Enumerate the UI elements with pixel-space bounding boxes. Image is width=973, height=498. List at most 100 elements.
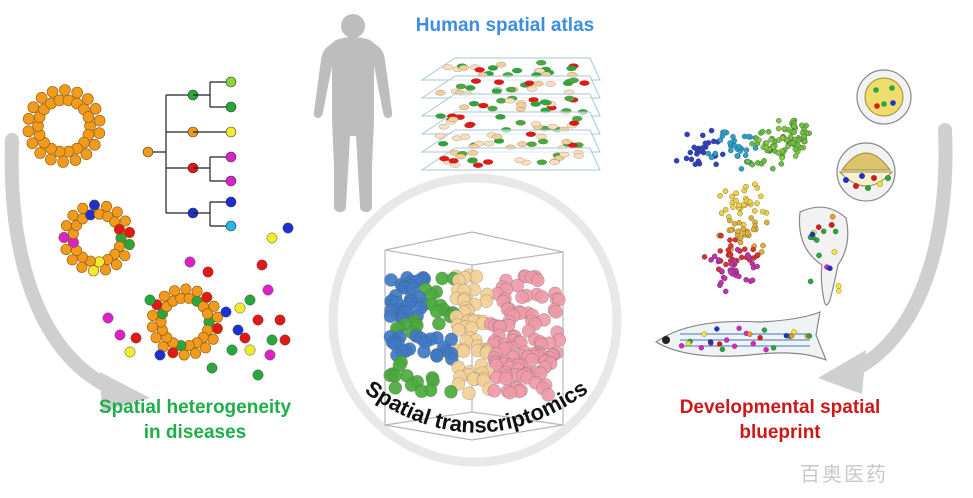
dev-cell (738, 166, 745, 172)
left-curved-arrow (4, 133, 127, 399)
atlas-cell (505, 86, 517, 93)
fish-eye-icon (662, 336, 670, 344)
atlas-label: Human spatial atlas (415, 15, 595, 36)
cell (82, 93, 94, 105)
dev-cell (688, 156, 695, 163)
atlas-cell (458, 104, 470, 111)
scattered-cell (282, 222, 294, 234)
atlas-cell (569, 120, 580, 126)
dev-label-line2: blueprint (739, 421, 821, 443)
fish-cell (783, 333, 789, 339)
cell (100, 264, 112, 276)
tree-leaf (225, 151, 237, 163)
dev-cell (733, 190, 739, 197)
scattered-cell (252, 314, 264, 326)
dev-cell (787, 134, 794, 140)
cell (101, 200, 113, 212)
fish-cell (724, 337, 730, 343)
tree-leaf (225, 196, 237, 208)
embryo-cell (831, 249, 838, 255)
atlas-cell (465, 121, 476, 128)
fish-cell (716, 341, 723, 347)
dev-cell (702, 140, 709, 147)
dev-cell (728, 269, 734, 276)
dev-cell (778, 161, 785, 167)
dev-cell (727, 217, 733, 224)
atlas-cell (455, 153, 466, 160)
atlas-cell (536, 60, 547, 66)
fish-cell (757, 335, 763, 341)
dev-cell (721, 275, 728, 282)
cell (59, 84, 71, 96)
fish-cell (707, 339, 714, 345)
cell (69, 154, 82, 166)
watermark: 百奥医药 (800, 462, 888, 486)
cell (93, 114, 106, 127)
cell (67, 209, 79, 221)
atlas-cell (526, 141, 537, 147)
scattered-cell (244, 344, 256, 356)
dev-cell (691, 144, 697, 151)
dev-cell (749, 161, 756, 168)
human-silhouette-icon (313, 14, 393, 212)
dev-cell (728, 243, 734, 249)
cell-ring-disseminated (146, 283, 224, 361)
scattered-cell (266, 232, 278, 244)
fish-cell (747, 331, 753, 337)
cube-cell (531, 273, 545, 288)
dev-cell (720, 151, 726, 158)
dev-cell (781, 125, 788, 132)
cube-cell (388, 369, 402, 383)
scattered-cell (144, 294, 156, 306)
atlas-cell (468, 100, 480, 107)
dev-cell (750, 226, 757, 233)
scattered-cell (266, 334, 278, 346)
atlas-cell (538, 138, 549, 145)
cell (93, 127, 106, 139)
cell (71, 86, 83, 99)
atlas-cell (467, 150, 479, 156)
embryo-cell (828, 222, 835, 228)
embryo-cell (820, 228, 827, 235)
scattered-cell (226, 344, 238, 356)
scattered-cell (206, 362, 218, 374)
dev-cell (727, 140, 733, 146)
fish-cell (763, 347, 769, 353)
cell (124, 226, 136, 238)
spatial-atlas-stack (420, 57, 601, 171)
cell (180, 283, 192, 295)
atlas-cell (566, 65, 577, 72)
cube-cell (487, 384, 502, 398)
dev-cell (743, 147, 750, 153)
scattered-cell (274, 314, 286, 326)
cube-cell (469, 269, 484, 284)
dev-cell (728, 227, 735, 233)
dev-cell (791, 123, 797, 129)
scattered-cells (102, 222, 294, 381)
atlas-cell (504, 97, 516, 104)
dev-cell (790, 140, 796, 146)
scattered-cell (124, 346, 136, 358)
cell (22, 113, 35, 125)
dev-cell (708, 257, 714, 263)
cell (89, 102, 102, 115)
cell (58, 231, 70, 243)
dev-cell (801, 133, 807, 140)
fish-cell (731, 343, 738, 349)
cell (201, 291, 213, 303)
atlas-cell (442, 64, 454, 70)
atlas-cell (474, 67, 485, 73)
embryo-cell (889, 85, 895, 91)
dev-cell (751, 208, 758, 214)
cell-ring-healthy (22, 84, 106, 168)
atlas-cell (524, 80, 535, 86)
atlas-cell (439, 155, 450, 162)
atlas-cell (530, 101, 541, 107)
scattered-cell (114, 329, 126, 341)
atlas-cell (487, 65, 498, 71)
tree-leaf (225, 175, 237, 187)
fish-cell (698, 345, 704, 351)
atlas-cell (517, 141, 528, 147)
dev-cell (747, 199, 753, 205)
